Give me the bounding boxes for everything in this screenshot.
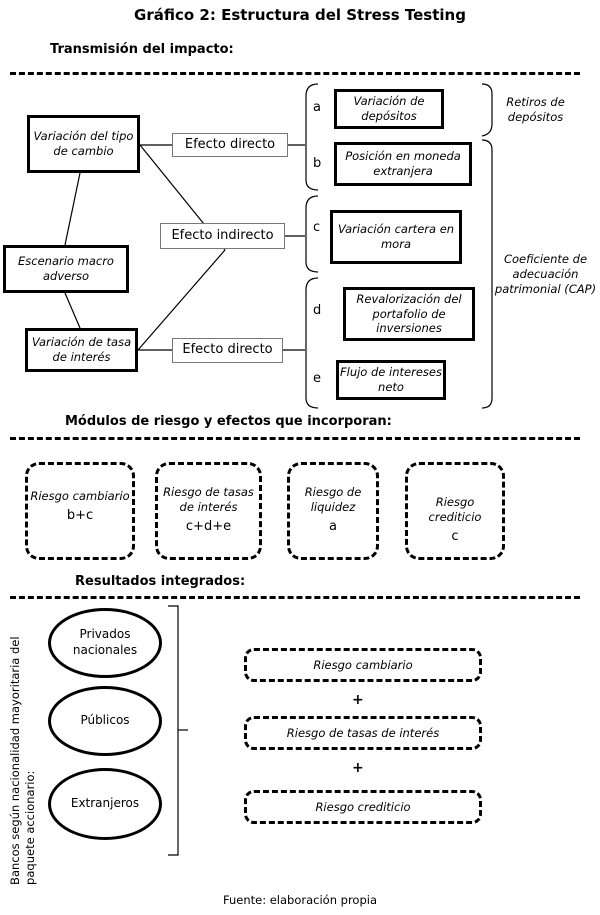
page-title: Gráfico 2: Estructura del Stress Testing [134,6,466,24]
module-liquidez: Riesgo de liquidez a [287,462,379,560]
divider [10,437,580,440]
box-tipo-cambio: Variación del tipo de cambio [27,115,140,173]
result-tasas: Riesgo de tasas de interés [244,716,482,750]
result-cambiario: Riesgo cambiario [244,648,482,682]
section-modules: Módulos de riesgo y efectos que incorpor… [65,414,392,429]
letter-e: e [313,371,321,386]
module-tasas: Riesgo de tasas de interés c+d+e [155,462,262,560]
effect-directo-top: Efecto directo [172,133,288,157]
source-note: Fuente: elaboración propia [222,893,378,907]
effect-directo-bottom: Efecto directo [172,338,283,363]
module-code: b+c [66,507,94,523]
divider [10,596,580,599]
note-retiros: Retiros de depósitos [506,95,565,124]
bank-publicos: Públicos [48,686,162,756]
bank-extranjeros: Extranjeros [48,768,162,840]
result-crediticio: Riesgo crediticio [244,790,482,824]
module-code: c [451,528,459,544]
plus-sign: + [352,692,364,708]
module-cambiario: Riesgo cambiario b+c [25,462,135,560]
item-a-box: Variación de depósitos [334,89,444,129]
plus-sign: + [352,760,364,776]
letter-c: c [313,220,321,235]
effect-indirecto: Efecto indirecto [160,223,285,249]
letter-a: a [313,100,321,115]
banks-axis-label: Bancos según nacionalidad mayoritaria de… [8,636,37,885]
item-e-box: Flujo de intereses neto [336,360,446,400]
module-name: Riesgo cambiario [30,489,130,503]
section-transmission: Transmisión del impacto: [50,42,234,57]
module-name: Riesgo de liquidez [304,485,362,514]
module-name: Riesgo de tasas de interés [163,485,254,514]
note-cap: Coeficiente de adecuación patrimonial (C… [494,252,597,296]
section-results: Resultados integrados: [75,574,246,589]
letter-d: d [313,303,322,318]
module-name: Riesgo crediticio [428,495,482,524]
letter-b: b [313,156,322,171]
box-escenario: Escenario macro adverso [3,245,129,293]
item-c-box: Variación cartera en mora [330,210,462,264]
divider [10,72,580,75]
item-b-box: Posición en moneda extranjera [334,142,472,186]
item-d-box: Revalorización del portafolio de inversi… [343,287,475,341]
module-code: c+d+e [185,518,232,534]
module-code: a [329,518,337,534]
module-crediticio: Riesgo crediticio c [405,462,505,560]
box-tasa-interes: Variación de tasa de interés [25,328,138,372]
bank-privados: Privados nacionales [48,608,162,678]
